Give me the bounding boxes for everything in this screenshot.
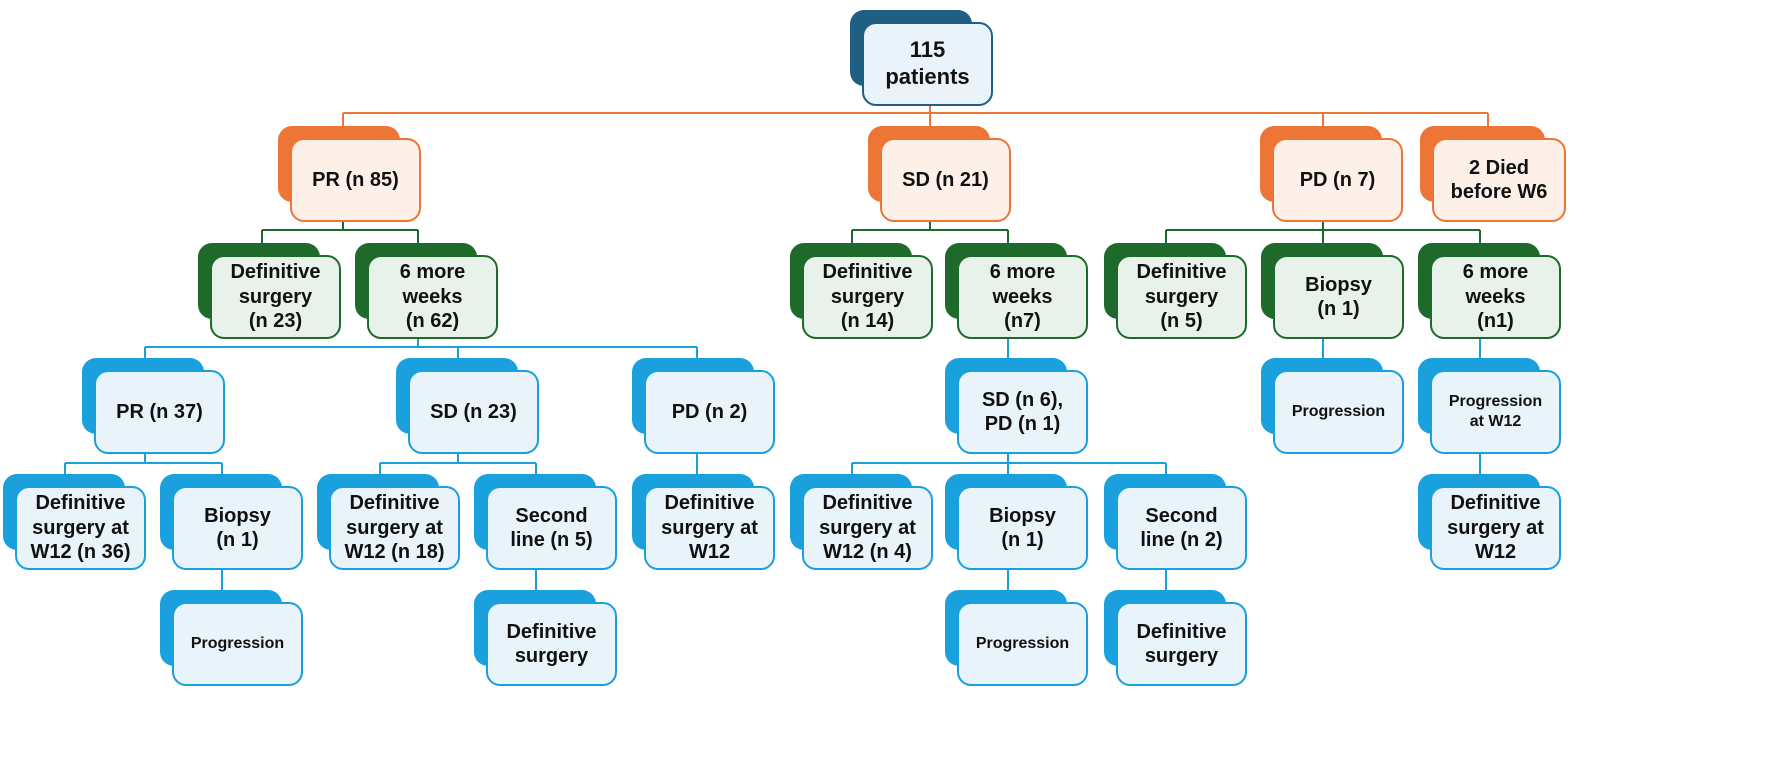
node-sd-sdpd-label: SD (n 6), PD (n 1) [981,388,1064,435]
node-prpd-surgery: Definitive surgery at W12 [632,474,775,570]
node-sd-label: SD (n 21) [902,168,989,191]
node-pr-pd-label: PD (n 2) [671,400,748,423]
node-sd-more-label: 6 more weeks (n7) [989,261,1056,333]
node-pd-label: PD (n 7) [1299,168,1376,191]
node-sdpd-biopsy: Biopsy (n 1) [945,474,1088,570]
node-sdpd-second-surgery: Definitive surgery [1104,590,1247,686]
node-pd: PD (n 7) [1260,126,1403,222]
node-prpr-biopsy: Biopsy (n 1) [160,474,303,570]
node-pr-pr: PR (n 37) [82,358,225,454]
node-died: 2 Died before W6 [1420,126,1566,222]
node-pr-pr-label: PR (n 37) [116,400,203,423]
node-pr-surgery: Definitive surgery (n 23) [198,243,341,339]
node-prpr-surgery-label: Definitive surgery at W12 (n 36) [30,492,131,564]
node-sdpd-biopsy-label: Biopsy (n 1) [989,504,1056,551]
node-sd: SD (n 21) [868,126,1011,222]
node-sdpd-surgery-label: Definitive surgery at W12 (n 4) [819,492,916,564]
node-pr-more-label: 6 more weeks (n 62) [399,261,466,333]
node-pr-pd: PD (n 2) [632,358,775,454]
node-sdpd-second: Second line (n 2) [1104,474,1247,570]
node-pd-surgery-label: Definitive surgery (n 5) [1136,261,1227,333]
node-prsd-surgery-label: Definitive surgery at W12 (n 18) [344,492,445,564]
node-pdmore-surgery-label: Definitive surgery at W12 [1447,492,1544,564]
node-pr-surgery-label: Definitive surgery (n 23) [230,261,321,333]
node-root: 115 patients [850,10,993,106]
node-pd-biopsy: Biopsy (n 1) [1261,243,1404,339]
node-pd-biopsy-prog: Progression [1261,358,1404,454]
node-pr: PR (n 85) [278,126,421,222]
node-prpr-biopsy-prog-label: Progression [190,635,285,653]
node-sdpd-biopsy-prog-label: Progression [975,635,1070,653]
node-sdpd-surgery: Definitive surgery at W12 (n 4) [790,474,933,570]
node-pd-more-prog: Progression at W12 [1418,358,1561,454]
node-pd-biopsy-prog-label: Progression [1291,403,1386,421]
node-pd-more: 6 more weeks (n1) [1418,243,1561,339]
node-pd-surgery: Definitive surgery (n 5) [1104,243,1247,339]
node-prpd-surgery-label: Definitive surgery at W12 [661,492,758,564]
node-prsd-second-label: Second line (n 5) [510,504,593,551]
node-sdpd-second-label: Second line (n 2) [1140,504,1223,551]
node-pd-biopsy-label: Biopsy (n 1) [1305,273,1372,320]
node-pd-more-prog-label: Progression at W12 [1448,393,1543,430]
node-pr-more: 6 more weeks (n 62) [355,243,498,339]
node-sd-more: 6 more weeks (n7) [945,243,1088,339]
node-pr-label: PR (n 85) [312,168,399,191]
node-pd-more-label: 6 more weeks (n1) [1462,261,1529,333]
node-pr-sd-label: SD (n 23) [430,400,517,423]
node-prsd-surgery: Definitive surgery at W12 (n 18) [317,474,460,570]
node-prpr-biopsy-label: Biopsy (n 1) [204,504,271,551]
node-prsd-second: Second line (n 5) [474,474,617,570]
node-sdpd-second-surgery-label: Definitive surgery [1136,620,1227,667]
node-sd-surgery: Definitive surgery (n 14) [790,243,933,339]
node-pdmore-surgery: Definitive surgery at W12 [1418,474,1561,570]
node-prsd-second-surgery: Definitive surgery [474,590,617,686]
node-sd-surgery-label: Definitive surgery (n 14) [822,261,913,333]
node-prpr-biopsy-prog: Progression [160,590,303,686]
node-died-label: 2 Died before W6 [1450,156,1548,203]
node-prsd-second-surgery-label: Definitive surgery [506,620,597,667]
node-root-label: 115 patients [885,37,970,89]
node-sdpd-biopsy-prog: Progression [945,590,1088,686]
node-prpr-surgery: Definitive surgery at W12 (n 36) [3,474,146,570]
node-pr-sd: SD (n 23) [396,358,539,454]
node-sd-sdpd: SD (n 6), PD (n 1) [945,358,1088,454]
